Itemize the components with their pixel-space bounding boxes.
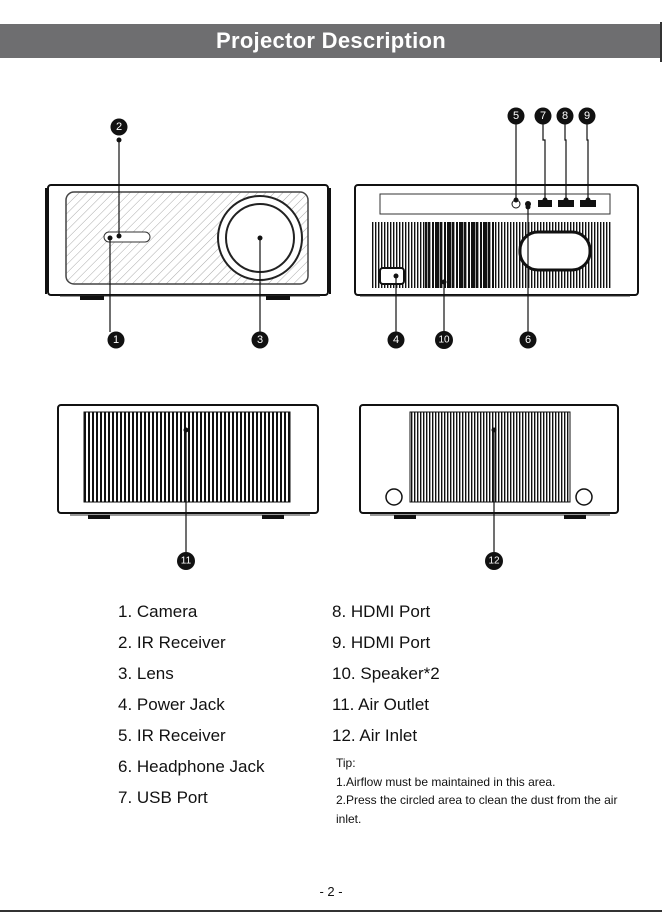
callout-11: 11 (177, 552, 195, 570)
list-item: 9. HDMI Port (332, 633, 431, 652)
callout-2: 2 (110, 118, 128, 136)
list-item: 3. Lens (118, 664, 174, 683)
svg-text:3: 3 (257, 334, 263, 346)
list-item: 1. Camera (118, 602, 198, 621)
hdmi-port-1 (558, 200, 574, 207)
svg-text:12: 12 (488, 556, 500, 567)
ir-camera-strip (103, 231, 151, 243)
list-item: 2. IR Receiver (118, 633, 226, 652)
usb-port (538, 200, 552, 207)
callout-8: 8 (556, 107, 574, 125)
callout-12: 12 (485, 552, 503, 570)
list-item: 10. Speaker*2 (332, 664, 440, 683)
air-inlet-grille (409, 411, 571, 503)
air-outlet-grille (83, 411, 291, 503)
projector-diagrams: 2 1 3 5 7 8 9 4 10 6 11 12 (45, 107, 639, 570)
callout-9: 9 (578, 107, 596, 125)
list-item: 11. Air Outlet (332, 695, 430, 714)
svg-text:5: 5 (513, 110, 519, 122)
leader-lines (109, 124, 589, 552)
callout-3: 3 (251, 331, 269, 349)
hdmi-port-2 (580, 200, 596, 207)
left-side-view (57, 404, 319, 519)
callout-10: 10 (435, 331, 453, 349)
svg-text:2: 2 (116, 121, 122, 133)
bottom-rule (0, 910, 662, 912)
header-edge-rule (660, 22, 662, 62)
rear-view (354, 184, 639, 297)
right-side-view (359, 404, 619, 519)
page-title: Projector Description (215, 28, 447, 53)
list-item: 7. USB Port (118, 788, 208, 807)
power-jack (379, 267, 405, 285)
io-panel (379, 193, 611, 215)
callout-4: 4 (387, 331, 405, 349)
callout-7: 7 (534, 107, 552, 125)
svg-text:1: 1 (113, 334, 119, 346)
list-item: 4. Power Jack (118, 695, 225, 714)
svg-text:7: 7 (540, 110, 546, 122)
tip-box: Tip: 1.Airflow must be maintained in thi… (336, 754, 636, 828)
list-item: 5. IR Receiver (118, 726, 226, 745)
front-view (45, 184, 331, 300)
list-item: 8. HDMI Port (332, 602, 431, 621)
svg-text:11: 11 (181, 556, 192, 567)
parts-list-left: 1. Camera 2. IR Receiver 3. Lens 4. Powe… (118, 596, 265, 813)
svg-text:4: 4 (393, 334, 399, 346)
tip-label: Tip: (336, 756, 356, 770)
svg-text:8: 8 (562, 110, 568, 122)
page-number: - 2 - (319, 884, 343, 899)
callout-1: 1 (107, 331, 125, 349)
list-item: 12. Air Inlet (332, 726, 418, 745)
svg-text:9: 9 (584, 110, 590, 122)
svg-text:10: 10 (438, 335, 450, 346)
svg-text:6: 6 (525, 334, 531, 346)
parts-list-right: 8. HDMI Port 9. HDMI Port 10. Speaker*2 … (332, 596, 440, 751)
list-item: 6. Headphone Jack (118, 757, 265, 776)
callout-5: 5 (507, 107, 525, 125)
callout-6: 6 (519, 331, 537, 349)
tip-line-2: 2.Press the circled area to clean the du… (336, 793, 618, 826)
tip-line-1: 1.Airflow must be maintained in this are… (336, 774, 556, 789)
page-header: Projector Description (0, 24, 662, 58)
